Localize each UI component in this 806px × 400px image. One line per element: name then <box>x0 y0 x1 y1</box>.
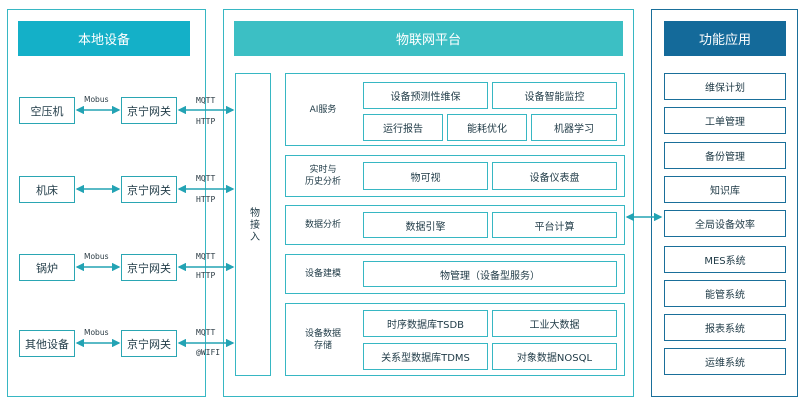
item-predictive-maintenance: 设备预测性维保 <box>363 82 488 109</box>
item-relational-db: 关系型数据库TDMS <box>363 343 488 370</box>
item-platform-compute: 平台计算 <box>492 212 617 238</box>
func-oee: 全局设备效率 <box>664 210 786 237</box>
device-other: 其他设备 <box>19 330 75 357</box>
protocol-http-2: HTTP <box>196 195 216 204</box>
func-ops: 运维系统 <box>664 348 786 375</box>
device-access-box: 物接入 <box>235 73 271 376</box>
protocol-mqtt-4: MQTT <box>196 328 216 337</box>
item-smart-monitoring: 设备智能监控 <box>492 82 617 109</box>
func-knowledge-base: 知识库 <box>664 176 786 203</box>
functions-title: 功能应用 <box>664 21 786 56</box>
func-energy-mgmt: 能管系统 <box>664 280 786 307</box>
device-air-compressor: 空压机 <box>19 97 75 124</box>
item-data-engine: 数据引擎 <box>363 212 488 238</box>
item-tsdb: 时序数据库TSDB <box>363 310 488 337</box>
item-energy-optimization: 能耗优化 <box>447 114 527 141</box>
item-machine-learning: 机器学习 <box>531 114 617 141</box>
local-devices-title: 本地设备 <box>18 21 190 56</box>
protocol-http-3: HTTP <box>196 271 216 280</box>
item-visualization: 物可视 <box>363 162 488 190</box>
protocol-label-4: Mobus <box>84 328 109 337</box>
protocol-mqtt-2: MQTT <box>196 174 216 183</box>
gateway-4: 京宁网关 <box>121 330 177 357</box>
func-maintenance-plan: 维保计划 <box>664 73 786 100</box>
func-mes: MES系统 <box>664 246 786 273</box>
section-realtime-history-label: 实时与 历史分析 <box>304 165 341 187</box>
protocol-label-1: Mobus <box>84 95 109 104</box>
protocol-http-1: HTTP <box>196 117 216 126</box>
section-device-modeling-label: 设备建模 <box>304 269 341 279</box>
item-industrial-bigdata: 工业大数据 <box>492 310 617 337</box>
item-operation-report: 运行报告 <box>363 114 443 141</box>
protocol-label-3: Mobus <box>84 252 109 261</box>
func-work-order: 工单管理 <box>664 107 786 134</box>
protocol-mqtt-3: MQTT <box>196 252 216 261</box>
section-data-storage-label: 设备数据 存储 <box>304 328 341 351</box>
item-device-dashboard: 设备仪表盘 <box>492 162 617 190</box>
gateway-2: 京宁网关 <box>121 176 177 203</box>
section-ai-services-label: AI服务 <box>309 104 337 115</box>
protocol-mqtt-1: MQTT <box>196 96 216 105</box>
device-machine-tool: 机床 <box>19 176 75 203</box>
item-thing-management: 物管理（设备型服务） <box>363 261 617 287</box>
iot-platform-title: 物联网平台 <box>234 21 623 56</box>
section-data-analysis-label: 数据分析 <box>304 220 341 230</box>
gateway-3: 京宁网关 <box>121 254 177 281</box>
func-report: 报表系统 <box>664 314 786 341</box>
protocol-wifi-4: @WIFI <box>196 348 221 357</box>
gateway-1: 京宁网关 <box>121 97 177 124</box>
device-boiler: 锅炉 <box>19 254 75 281</box>
item-object-nosql: 对象数据NOSQL <box>492 343 617 370</box>
func-backup: 备份管理 <box>664 142 786 169</box>
